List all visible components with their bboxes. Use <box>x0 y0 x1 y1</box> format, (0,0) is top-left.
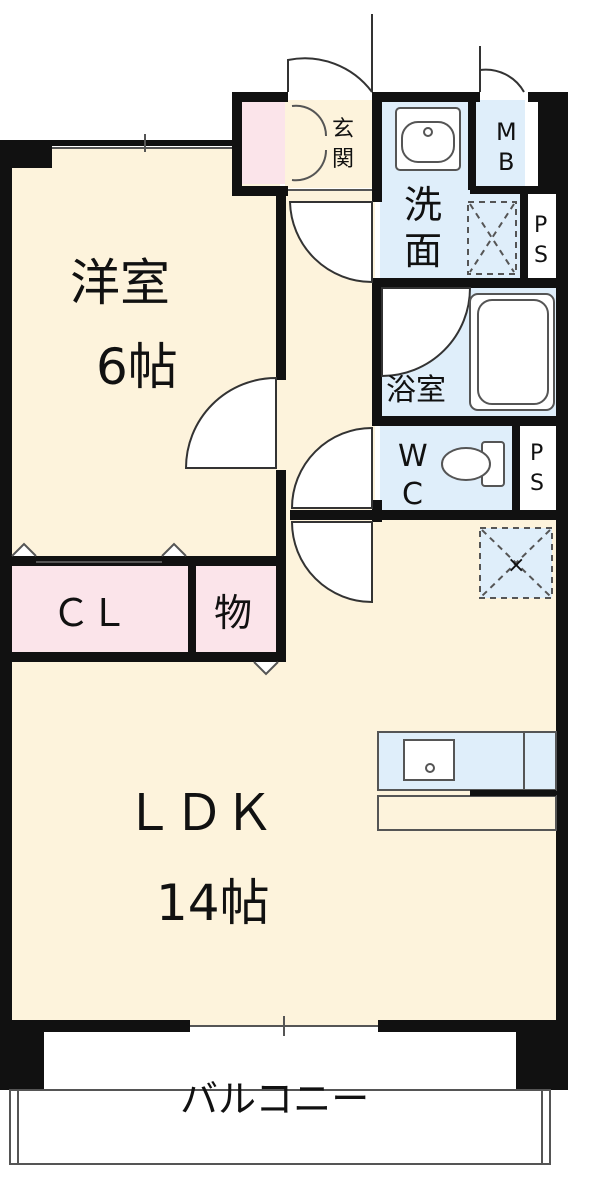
doors <box>287 14 525 93</box>
storage-label: 物 <box>214 591 252 635</box>
toilet-icon <box>441 441 505 487</box>
mb-ps-wall <box>520 190 528 280</box>
washroom-label-2: 面 <box>404 229 442 273</box>
ldk-size: 14帖 <box>156 874 270 932</box>
bathroom-label: 浴室 <box>386 373 446 408</box>
storage-door-mark <box>253 661 279 676</box>
entrance-west-wall <box>232 92 242 196</box>
washroom-label-1: 洗 <box>404 183 442 227</box>
front-door-swing <box>287 57 373 93</box>
washing-machine-space-icon <box>467 201 517 275</box>
storage-floor <box>196 566 282 654</box>
ps-bottom-label-1: P <box>530 441 543 466</box>
hall-door-swing <box>290 521 373 604</box>
washroom-bath-wall <box>372 278 568 288</box>
western-room-size: 6帖 <box>96 338 178 396</box>
closet-door-mark-left <box>11 542 37 557</box>
western-room-name: 洋室 <box>70 254 170 312</box>
interior-doors <box>184 201 472 604</box>
mb-door-swing <box>479 68 525 93</box>
entrance-label-2: 関 <box>332 147 354 172</box>
labels: 洋室 6帖 ＬＤＫ 14帖 ＣＬ 物 玄 関 洗 面 浴室 W C M B P … <box>52 117 548 1121</box>
east-wall <box>556 92 568 1032</box>
western-door-swing <box>184 376 277 469</box>
western-room-north-wall <box>52 140 234 146</box>
meter-box-label-1: M <box>496 118 517 146</box>
bathtub-icon <box>469 293 555 411</box>
shoe-cabinet-floor <box>240 102 285 184</box>
mb-west-wall <box>468 92 476 190</box>
balcony-rail <box>9 1089 551 1165</box>
mb-east-wall <box>538 92 546 190</box>
balcony-label: バルコニー <box>180 1077 369 1121</box>
closet-label: ＣＬ <box>52 591 128 635</box>
toilet-south-wall <box>290 510 568 520</box>
toilet-label-2: C <box>402 477 423 512</box>
washbasin-icon <box>395 107 461 171</box>
balcony-pier-west <box>0 1030 44 1090</box>
entrance-label-1: 玄 <box>332 117 354 142</box>
toilet-label-1: W <box>398 439 428 474</box>
bath-toilet-wall <box>372 416 568 426</box>
refrigerator-space-icon <box>479 527 553 599</box>
wet-core-west-wall-mid <box>372 280 382 425</box>
south-wall <box>0 1020 190 1032</box>
wet-core-west-wall <box>372 92 382 202</box>
toilet-door-swing <box>290 426 373 509</box>
ldk-name: ＬＤＫ <box>124 784 274 842</box>
western-room-east-wall <box>276 190 286 380</box>
ps-top-label-2: S <box>534 243 548 268</box>
east-top-block <box>546 92 568 190</box>
washroom-door-swing <box>288 201 373 284</box>
closet-south-wall <box>10 652 286 662</box>
entrance-bottom-wall <box>232 186 288 196</box>
kitchen-sink-icon <box>403 739 455 781</box>
west-corner-block <box>0 140 52 168</box>
balcony-pier-east <box>516 1030 568 1090</box>
closet-divider-wall <box>188 556 196 662</box>
fridge-mark: × <box>507 553 525 578</box>
ps-top-label-1: P <box>534 213 547 238</box>
south-wall-right <box>378 1020 568 1032</box>
western-room-floor <box>10 148 280 558</box>
thin-lines <box>52 134 378 1036</box>
closet-door-mark-right <box>161 542 187 557</box>
meter-box-label-2: B <box>498 148 514 176</box>
mb-south-wall <box>470 186 556 194</box>
west-wall <box>0 140 12 1035</box>
entrance-north-wall <box>232 92 288 102</box>
ps-bottom-label-2: S <box>530 471 544 496</box>
shoe-cabinet-door <box>291 104 328 182</box>
fixtures <box>9 104 557 1165</box>
entrance-north-wall-right <box>372 92 480 102</box>
closet-floor <box>10 566 190 654</box>
bathroom-door-swing <box>381 287 472 378</box>
entrance-floor <box>285 100 375 188</box>
ps-bottom-side-wall <box>512 426 520 514</box>
